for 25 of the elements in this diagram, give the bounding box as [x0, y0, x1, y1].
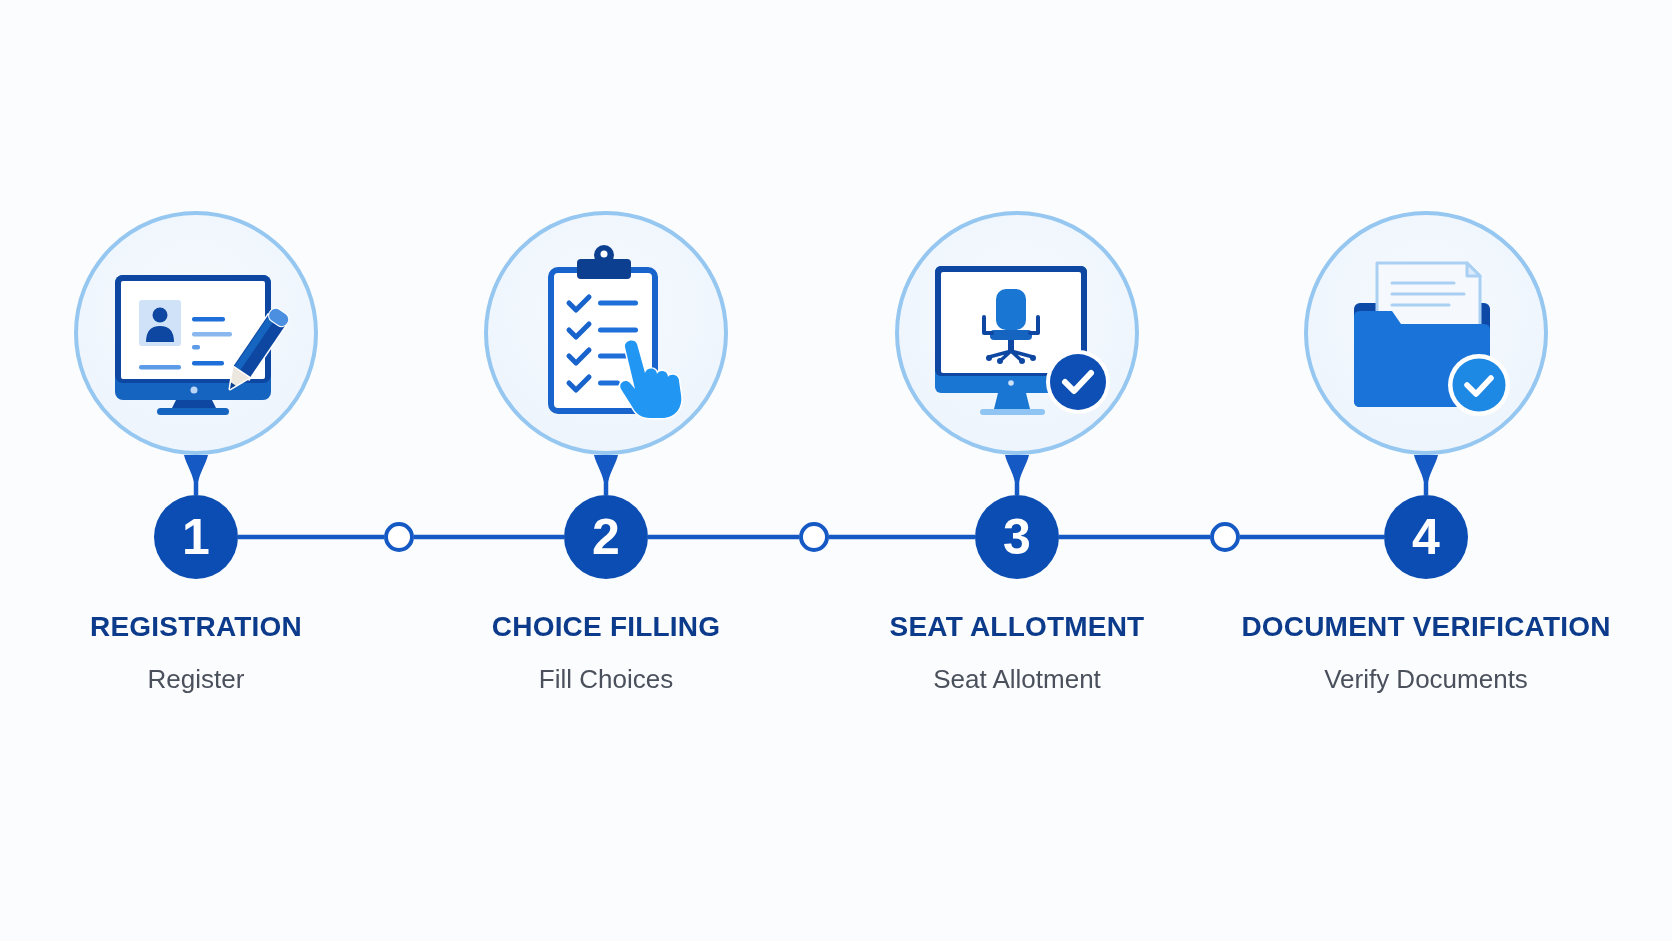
connector-line — [1059, 534, 1210, 540]
step-description: Verify Documents — [1324, 663, 1528, 695]
connector-line — [184, 455, 208, 495]
timeline-dot — [799, 522, 829, 552]
step-description: Seat Allotment — [933, 663, 1101, 695]
step-number-badge: 1 — [154, 495, 238, 579]
step-number-badge: 4 — [1384, 495, 1468, 579]
step-title: DOCUMENT VERIFICATION — [1241, 610, 1611, 644]
connector-line — [1005, 455, 1029, 495]
step-description: Fill Choices — [538, 663, 674, 695]
connector-line — [1240, 534, 1384, 540]
step-description: Register — [147, 663, 245, 695]
step-title: CHOICE FILLING — [491, 610, 721, 644]
timeline-dot — [384, 522, 414, 552]
step-number-badge: 2 — [564, 495, 648, 579]
connector-line — [594, 455, 618, 495]
connector-line — [238, 534, 384, 540]
connector-line — [648, 534, 799, 540]
step-number-badge: 3 — [975, 495, 1059, 579]
connector-line — [829, 534, 975, 540]
connector-line — [1414, 455, 1438, 495]
step-title: SEAT ALLOTMENT — [889, 610, 1145, 644]
timeline-dot — [1210, 522, 1240, 552]
step-title: REGISTRATION — [90, 610, 302, 644]
connector-line — [414, 534, 564, 540]
